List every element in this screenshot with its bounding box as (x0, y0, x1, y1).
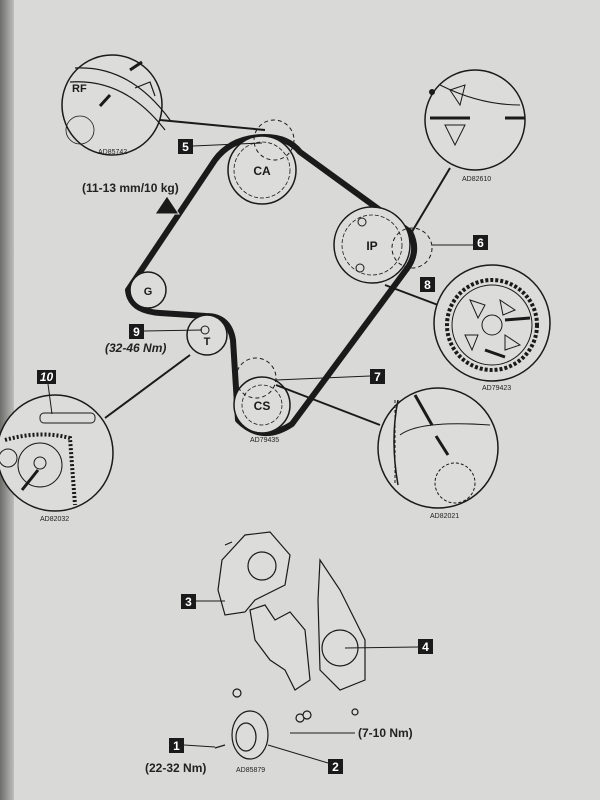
figure-code: AD85742 (98, 149, 127, 156)
camshaft-pulley: CA (227, 135, 297, 205)
figure-code: AD79435 (250, 437, 279, 444)
ip-gear-detail-lens: AD79423 (433, 264, 551, 392)
callout-7: 7 (374, 370, 381, 384)
tensioner-torque-spec: (32-46 Nm) (105, 341, 166, 355)
cover-bolt-torque-spec: (7-10 Nm) (358, 726, 413, 740)
t-label: T (204, 336, 211, 348)
ip-detail-lens: AD82610 (424, 69, 526, 183)
figure-code: AD82032 (40, 516, 69, 523)
timing-covers-exploded-view (214, 531, 366, 760)
figure-code: AD82610 (462, 176, 491, 183)
rf-detail-lens: RF AD85742 (61, 54, 171, 156)
callout-6: 6 (477, 236, 484, 250)
pulley-bolt-torque-spec: (22-32 Nm) (145, 761, 206, 775)
callout-10: 10 (40, 370, 54, 384)
g-label: G (144, 286, 153, 298)
figure-code: AD82021 (430, 513, 459, 520)
cs-label: CS (254, 399, 271, 413)
callout-4: 4 (422, 640, 429, 654)
cs-detail-lens: AD82021 (377, 387, 499, 520)
injection-pump-pulley: IP (333, 206, 411, 284)
ca-label: CA (253, 164, 271, 178)
tensioner-detail-lens: AD82032 (0, 394, 114, 523)
crankshaft-pulley: CS (233, 376, 291, 434)
callout-2: 2 (332, 760, 339, 774)
callout-1: 1 (173, 739, 180, 753)
tensioner-pulley: T (186, 314, 228, 356)
belt-tension-spec: (11-13 mm/10 kg) (82, 181, 179, 195)
page-edge-shadow (0, 0, 14, 800)
figure-code: AD79423 (482, 385, 511, 392)
rf-label: RF (72, 83, 87, 95)
callout-5: 5 (182, 140, 189, 154)
guide-pulley: G (129, 271, 167, 309)
callout-3: 3 (185, 595, 192, 609)
ip-label: IP (366, 239, 377, 253)
figure-code: AD85879 (236, 767, 265, 774)
callout-8: 8 (424, 278, 431, 292)
callout-9: 9 (133, 325, 140, 339)
tension-warning-icon (154, 195, 180, 215)
